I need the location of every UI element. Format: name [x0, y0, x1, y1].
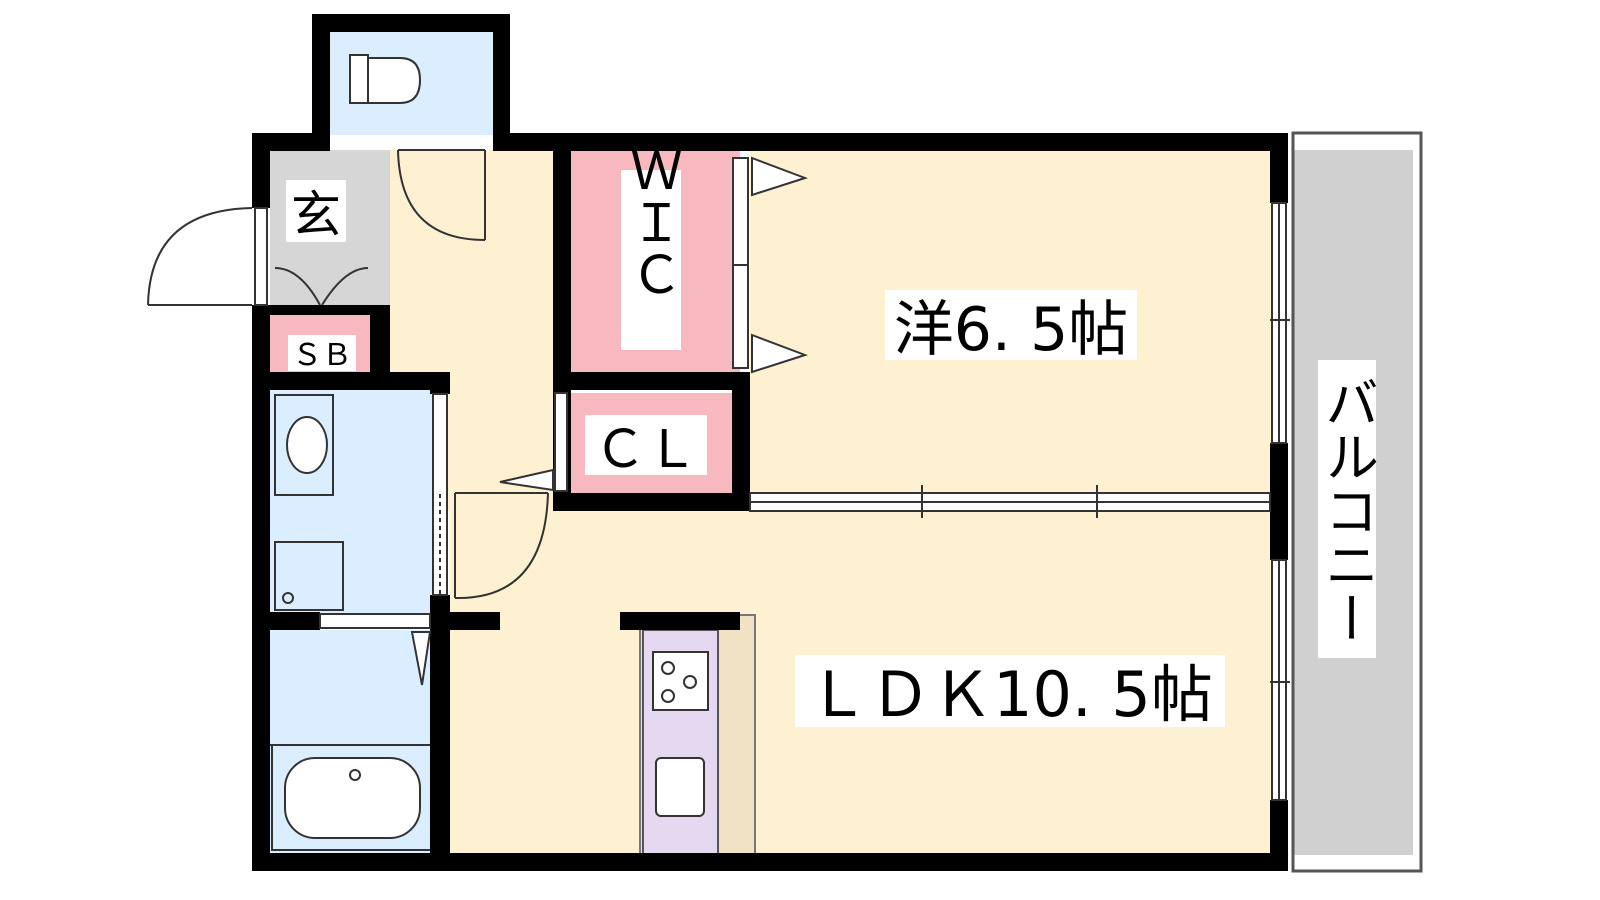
toilet-icon [349, 54, 422, 104]
doors [147, 149, 1290, 801]
stove-icon [652, 651, 709, 711]
ldk-label: ＬＤＫ10. 5帖 [807, 658, 1213, 731]
shoe-box-label-bg [288, 335, 356, 371]
balcony-label: バルコニー [1316, 375, 1379, 645]
balcony-label-bg [1318, 360, 1376, 658]
bedroom-label: 洋6. 5帖 [894, 295, 1129, 365]
walk-in-closet-label: ＷＩＣ [621, 144, 681, 300]
bedroom-label-bg [885, 290, 1137, 360]
entrance-label-bg [286, 180, 346, 242]
sink-icon [655, 757, 705, 817]
walls [252, 14, 1288, 871]
closet-label: ＣＬ [594, 420, 698, 480]
washing-machine-icon [274, 541, 344, 611]
entrance-label: 玄 [291, 186, 341, 244]
shoe-box-label: ＳＢ [292, 338, 352, 373]
closet-label-bg [585, 415, 707, 475]
washbasin-icon [274, 394, 334, 496]
ldk-label-bg [795, 655, 1225, 727]
walk-in-closet-label-bg [621, 170, 681, 350]
balcony-railing [1291, 131, 1423, 873]
